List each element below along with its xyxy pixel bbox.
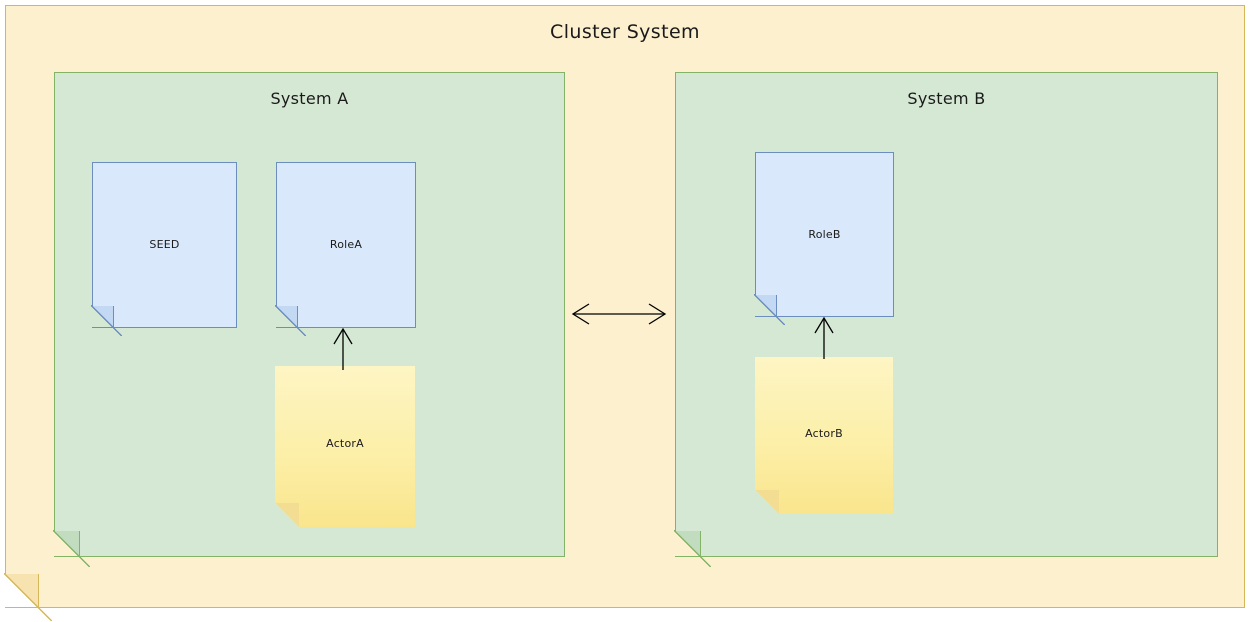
- note-role-a-body: [276, 162, 416, 328]
- cluster-system-title: Cluster System: [550, 21, 700, 43]
- note-seed-corner-fold-icon: [91, 305, 122, 336]
- system-a-corner-fold-icon: [53, 530, 90, 567]
- note-role-b-body: [755, 152, 894, 317]
- note-actor-a[interactable]: ActorA: [275, 366, 415, 527]
- note-role-a-corner-fold-icon: [275, 305, 306, 336]
- system-b-corner-fold-icon: [674, 530, 711, 567]
- note-seed-body: [92, 162, 237, 328]
- connector-actor-b-to-role-b-arrow-icon: [814, 316, 834, 359]
- cluster-system-corner-fold-icon: [4, 573, 52, 621]
- note-seed[interactable]: SEED: [91, 162, 237, 336]
- system-b-title: System B: [907, 89, 986, 108]
- note-role-a[interactable]: RoleA: [275, 162, 416, 336]
- note-actor-b-corner-fold-icon: [755, 490, 779, 514]
- system-a-title: System A: [270, 89, 349, 108]
- note-role-b[interactable]: RoleB: [754, 152, 894, 325]
- connector-system-a-to-system-b-bidirectional-arrow-icon: [571, 303, 667, 325]
- note-actor-b[interactable]: ActorB: [755, 357, 893, 514]
- note-actor-a-body: [275, 366, 415, 527]
- note-actor-b-body: [755, 357, 893, 514]
- connector-actor-a-to-role-a-arrow-icon: [333, 327, 353, 370]
- note-actor-a-corner-fold-icon: [275, 503, 299, 527]
- note-role-b-corner-fold-icon: [754, 294, 785, 325]
